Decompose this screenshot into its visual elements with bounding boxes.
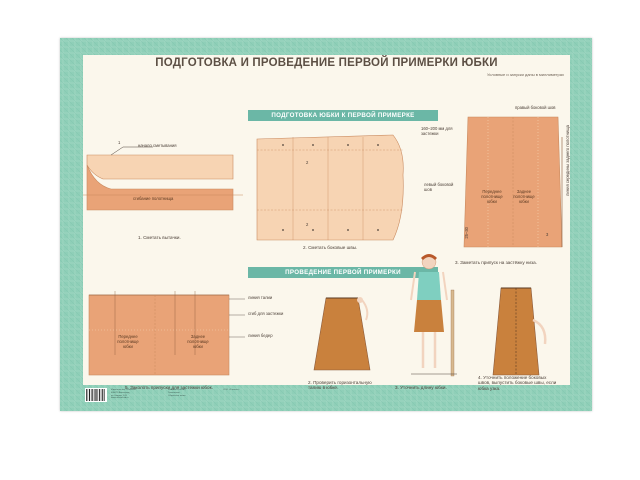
footer-publisher-line: 400079 Волгоград, xyxy=(111,391,130,394)
fig1-caption: 1. Сметать вытачки. xyxy=(138,235,181,240)
fig3-right-seam-label: правый боковой шов xyxy=(515,105,556,110)
fig2-marker-top: 2 xyxy=(306,160,309,165)
footer-center: Комплект таблиц Технология Обработка тка… xyxy=(168,389,185,397)
footer-publisher: Издательство «Учитель» 400079 Волгоград,… xyxy=(111,389,136,400)
fig5-front-label: Переднее полотнище юбки xyxy=(117,334,139,349)
fig3-front-label: Переднее полотнище юбки xyxy=(481,189,503,204)
fig1-illustration xyxy=(83,146,243,211)
footer-right: ООО «Учитель» xyxy=(223,389,239,392)
fig3-marker: 3 xyxy=(546,232,549,237)
fig5-illustration xyxy=(88,291,245,376)
footer-publisher-line: Издательство «Учитель» xyxy=(111,389,137,391)
poster-panel: ПОДГОТОВКА И ПРОВЕДЕНИЕ ПЕРВОЙ ПРИМЕРКИ … xyxy=(83,55,570,391)
fig3-vertical-label: линия середины заднего полотнища xyxy=(565,125,570,196)
fig-waist-check-caption: 2. Проверить горизонтальную талию в юбке… xyxy=(308,380,372,391)
fig-length-illustration xyxy=(410,254,457,377)
poster-title: ПОДГОТОВКА И ПРОВЕДЕНИЕ ПЕРВОЙ ПРИМЕРКИ … xyxy=(155,57,498,69)
fig3-left-seam-label: левый боковой шов xyxy=(424,182,454,192)
poster: ПОДГОТОВКА И ПРОВЕДЕНИЕ ПЕРВОЙ ПРИМЕРКИ … xyxy=(60,38,592,411)
fig-seams-illustration xyxy=(492,287,547,376)
fig3-allowance-label: 160–200 мм для застежки xyxy=(421,126,453,136)
fig3-vertical-mark: 25–30 xyxy=(464,227,469,239)
fig-waist-check-illustration xyxy=(313,297,371,371)
fig3-caption: 3. Заметать припуск на застёжку низа. xyxy=(455,260,537,265)
footer-center-line: Комплект таблиц xyxy=(168,389,186,391)
fig3-illustration xyxy=(463,116,563,248)
fig5-waist-label: линия талии xyxy=(248,295,273,300)
fig5-caption: 5. Заколоть припуски для застежки юбок. xyxy=(125,385,213,390)
fig2-marker-bottom: 2 xyxy=(306,222,309,227)
fig-length-caption: 3. Уточнить длину юбки. xyxy=(395,385,447,390)
poster-subnote: Условные и запуски даны в миллиметрах xyxy=(486,72,564,77)
fig2-caption: 2. Сметать боковые швы. xyxy=(303,245,358,250)
fig1-marker: 1 xyxy=(118,140,121,145)
section1-banner: ПОДГОТОВКА ЮБКИ К ПЕРВОЙ ПРИМЕРКЕ xyxy=(248,110,438,121)
section2-banner: ПРОВЕДЕНИЕ ПЕРВОЙ ПРИМЕРКИ xyxy=(248,267,438,278)
barcode-icon xyxy=(85,388,107,402)
fig3-back-label: Заднее полотнище юбки xyxy=(513,189,535,204)
fig1-fold-label: сгибание полотнища xyxy=(133,196,174,201)
fig2-illustration xyxy=(256,134,404,241)
footer-center-line: Технология xyxy=(168,391,180,394)
fig5-fold-label: сгиб для застежки xyxy=(248,311,284,316)
footer-center-line: Обработка ткани xyxy=(168,394,186,397)
fig-seams-caption: 4. Уточнить положение боковых швов, выпу… xyxy=(478,375,557,391)
fig5-back-label: Заднее полотнище юбки xyxy=(187,334,209,349)
footer-right-line: ООО «Учитель» xyxy=(223,389,240,391)
fig5-hips-label: линия бедер xyxy=(248,333,273,338)
footer-strip: Издательство «Учитель» 400079 Волгоград,… xyxy=(83,385,570,411)
footer-publisher-line: ул. Кирова, 143 xyxy=(111,394,127,397)
fig1-start-label: начало сметывания xyxy=(138,143,177,148)
footer-publisher-line: www.uchitel-izd.ru xyxy=(111,397,129,400)
